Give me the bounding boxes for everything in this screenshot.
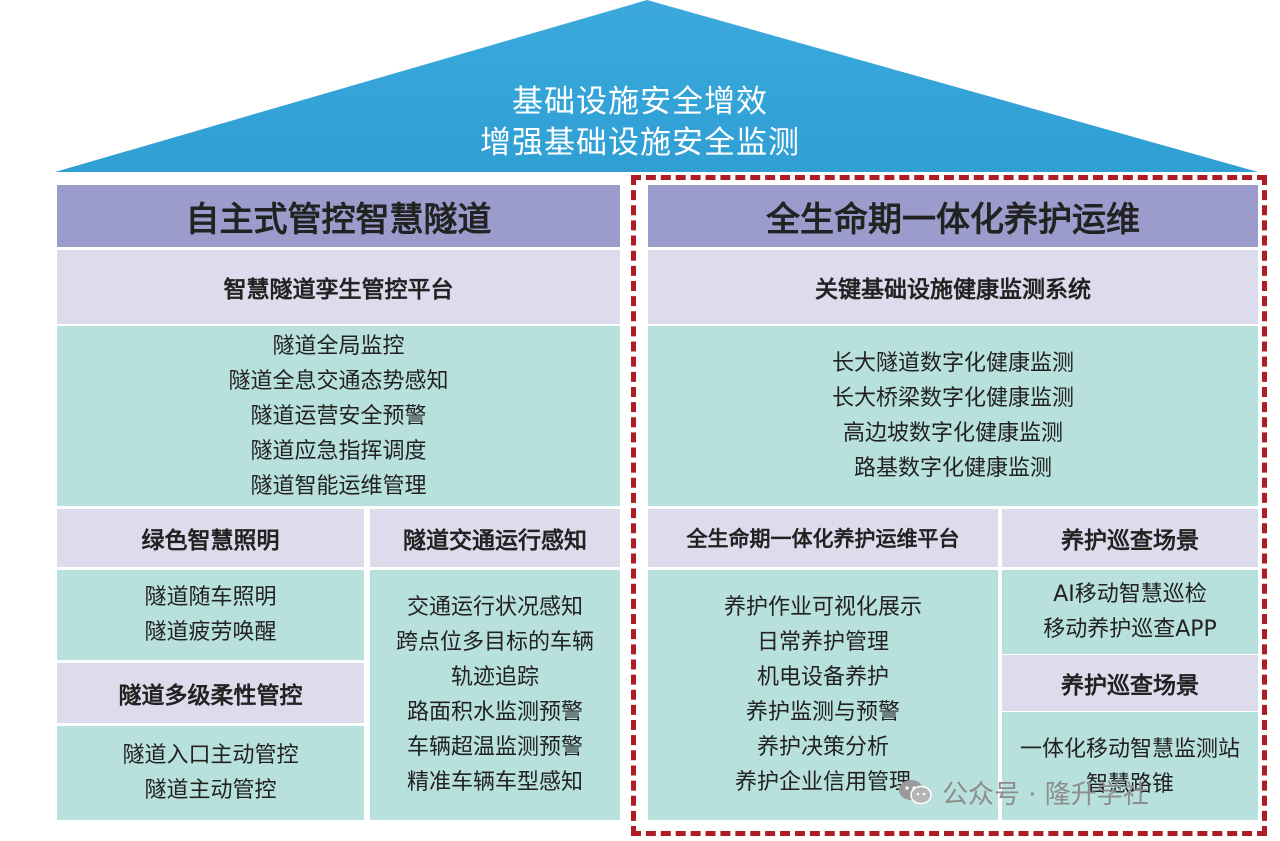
watermark-text: 公众号 · 隆升学社: [942, 779, 1149, 810]
list-item: 隧道随车照明: [144, 585, 277, 610]
list-item: 交通运行状况感知: [406, 595, 583, 620]
patrol-title-1: 养护巡查场景: [1002, 509, 1258, 567]
list-item: 路基数字化健康监测: [853, 456, 1052, 481]
lighting-title: 绿色智慧照明: [57, 509, 364, 567]
multilevel-title: 隧道多级柔性管控: [57, 663, 364, 723]
health-title: 关键基础设施健康监测系统: [648, 250, 1258, 324]
left-header: 自主式管控智慧隧道: [57, 185, 620, 247]
patrol-title-2: 养护巡查场景: [1002, 655, 1258, 711]
traffic-list: 交通运行状况感知 跨点位多目标的车辆 轨迹追踪 路面积水监测预警 车辆超温监测预…: [370, 570, 620, 820]
patrol-list-2: 一体化移动智慧监测站 智慧路锥: [1002, 712, 1258, 820]
om-platform-title: 全生命期一体化养护运维平台: [648, 509, 998, 567]
list-item: 隧道运营安全预警: [250, 403, 427, 429]
list-item: 长大桥梁数字化健康监测: [831, 386, 1074, 411]
list-item: 养护作业可视化展示: [723, 595, 922, 620]
list-item: 养护企业信用管理: [734, 770, 911, 795]
list-item: 轨迹追踪: [450, 665, 539, 690]
list-item: 智慧路锥: [1085, 772, 1174, 797]
list-item: 车辆超温监测预警: [406, 735, 583, 760]
left-platform-title: 智慧隧道孪生管控平台: [57, 250, 620, 324]
list-item: 养护决策分析: [756, 735, 889, 760]
list-item: 隧道智能运维管理: [250, 473, 427, 499]
roof-shape: [55, 0, 1258, 172]
list-item: 长大隧道数字化健康监测: [831, 351, 1074, 376]
list-item: 隧道全息交通态势感知: [228, 368, 449, 394]
highlight-dashed-border: [631, 175, 1267, 836]
patrol-list-1: AI移动智慧巡检 移动养护巡查APP: [1002, 570, 1258, 654]
roof-title-line1: 基础设施安全增效: [512, 84, 768, 120]
lighting-list: 隧道随车照明 隧道疲劳唤醒: [57, 570, 364, 660]
list-item: 隧道全局监控: [272, 333, 405, 359]
list-item: 隧道主动管控: [144, 778, 277, 803]
list-item: 日常养护管理: [756, 630, 889, 655]
list-item: 精准车辆车型感知: [406, 770, 583, 795]
wechat-icon: [899, 780, 932, 805]
multilevel-list: 隧道入口主动管控 隧道主动管控: [57, 726, 364, 820]
watermark: 公众号 · 隆升学社: [898, 772, 1258, 812]
list-item: 隧道入口主动管控: [122, 743, 299, 768]
traffic-title: 隧道交通运行感知: [370, 509, 620, 567]
om-platform-list: 养护作业可视化展示 日常养护管理 机电设备养护 养护监测与预警 养护决策分析 养…: [648, 570, 998, 820]
health-list: 长大隧道数字化健康监测 长大桥梁数字化健康监测 高边坡数字化健康监测 路基数字化…: [648, 326, 1258, 506]
list-item: 高边坡数字化健康监测: [842, 421, 1063, 446]
roof-title-line2: 增强基础设施安全监测: [480, 125, 800, 161]
right-header: 全生命期一体化养护运维: [648, 185, 1258, 247]
list-item: 路面积水监测预警: [406, 700, 583, 725]
list-item: 养护监测与预警: [745, 700, 900, 725]
list-item: 机电设备养护: [756, 665, 889, 690]
list-item: 隧道疲劳唤醒: [144, 620, 277, 645]
list-item: 一体化移动智慧监测站: [1019, 737, 1240, 762]
list-item: AI移动智慧巡检: [1053, 582, 1207, 607]
left-platform-list: 隧道全局监控 隧道全息交通态势感知 隧道运营安全预警 隧道应急指挥调度 隧道智能…: [57, 326, 620, 506]
list-item: 移动养护巡查APP: [1043, 617, 1217, 642]
list-item: 跨点位多目标的车辆: [395, 630, 594, 655]
list-item: 隧道应急指挥调度: [250, 438, 427, 464]
